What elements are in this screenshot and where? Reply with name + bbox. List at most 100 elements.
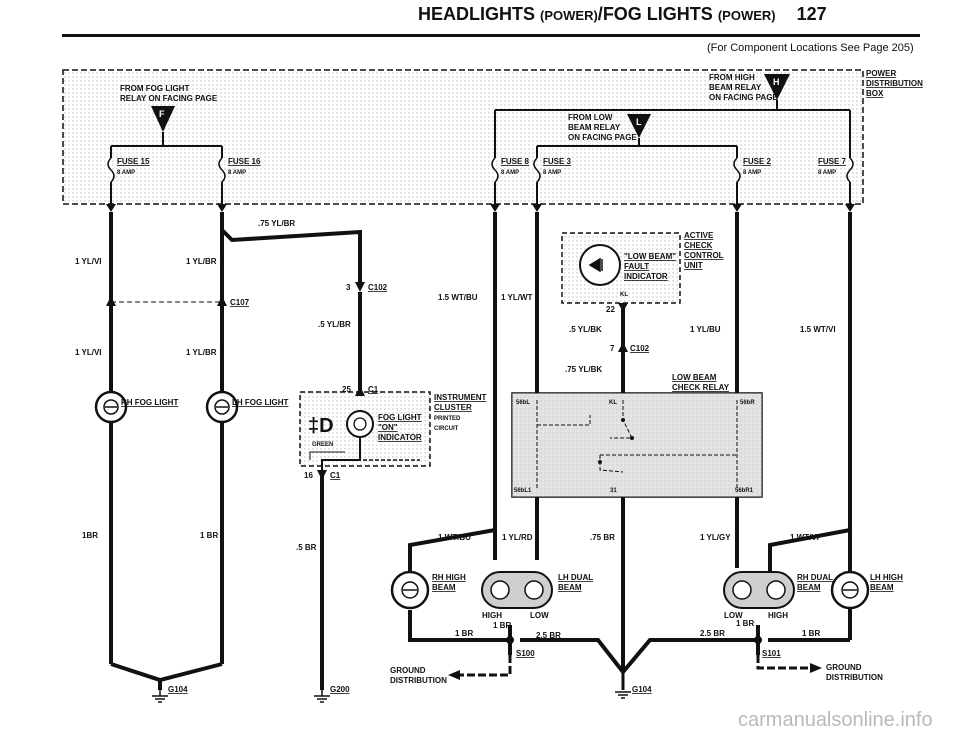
c107-connector-a [106,296,116,306]
title-power-1: (POWER) [540,8,598,23]
ground-dist-left-arrow-icon [448,670,460,680]
title-headlights: HEADLIGHTS [418,4,535,24]
fuse-3: FUSE 3 8 AMP [533,157,572,183]
c102b-pin: 7 [610,344,615,353]
from-fog-relay-l2: RELAY ON FACING PAGE [120,94,218,103]
fuse-7: FUSE 7 8 AMP [818,157,854,183]
relay-l2: CHECK RELAY [672,383,730,392]
from-fog-relay-l1: FROM FOG LIGHT [120,84,189,93]
wire-25br-b: 2.5 BR [700,629,725,638]
rh-dual-beam [723,571,795,609]
relay-56bl1: 56bL1 [514,488,532,494]
fuse-8: FUSE 8 8 AMP [491,157,530,183]
fuse-2: FUSE 2 8 AMP [733,157,772,183]
lowbeam-ind-l1: "LOW BEAM" [624,252,676,261]
c1-top-label: C1 [368,385,379,394]
wire-1br-g1: 1 BR [455,629,473,638]
ground-dist-right-arrow-icon [810,663,822,673]
from-high-relay-l2: BEAM RELAY [709,83,762,92]
rh-high-beam [390,570,430,610]
fog-ind-l2: "ON" [378,423,398,432]
wire-15wtvi: 1.5 WT/VI [800,325,836,334]
from-low-relay-l3: ON FACING PAGE [568,133,637,142]
relay-node-3 [598,460,602,464]
fuse8-amp: 8 AMP [501,170,519,176]
high-relay-triangle-icon [764,74,790,100]
from-high-relay-l1: FROM HIGH [709,73,755,82]
c102-label: C102 [368,283,388,292]
fog-ind-l3: INDICATOR [378,433,422,442]
fuse15-name: FUSE 15 [117,157,150,166]
c1-top-connector [355,386,365,396]
gnd-dist-right-2: DISTRIBUTION [826,673,883,682]
box-connectors [106,204,855,212]
fuse7-name: FUSE 7 [818,157,847,166]
wire-1br-fog: 1 BR [200,531,218,540]
rh-dual-low: LOW [724,611,743,620]
s100-label: S100 [516,649,535,658]
relay-56br1: 56bR1 [735,488,754,494]
fuse16-name: FUSE 16 [228,157,261,166]
fuse3-name: FUSE 3 [543,157,572,166]
wire-1br-g2: 1 BR [493,621,511,630]
c1-bottom-connector [317,470,327,480]
c1-bottom-pin: 16 [304,471,313,480]
wire-1ylbr-a: 1 YL/BR [186,257,217,266]
g104-a-label: G104 [168,685,188,694]
fuse-16: FUSE 16 8 AMP [218,157,261,183]
relay-56bl: 56bL [516,400,530,406]
g200-label: G200 [330,685,350,694]
lowbeam-ind-l2: FAULT [624,262,649,271]
lh-dual-l1: LH DUAL [558,573,593,582]
relay-l1: LOW BEAM [672,373,717,382]
relay-kl: KL [609,400,617,406]
from-high-relay-l3: ON FACING PAGE [709,93,778,102]
fuse2-amp: 8 AMP [743,170,761,176]
cluster-l2: CLUSTER [434,403,472,412]
fog-indicator-bulb-icon [346,410,374,438]
relay-31: 31 [610,488,617,494]
wire-1ylrd: 1 YL/RD [502,533,533,542]
fog-symbol-icon: ‡D [308,415,334,437]
rh-high-l1: RH HIGH [432,573,466,582]
fuse8-name: FUSE 8 [501,157,530,166]
wire-5br: .5 BR [296,543,317,552]
lh-dual-beam [481,571,553,609]
wire-15wtbu: 1.5 WT/BU [438,293,478,302]
ground-g104-a-icon [152,690,168,703]
fuse7-amp: 8 AMP [818,170,836,176]
rh-high-l2: BEAM [432,583,456,592]
watermark: carmanualsonline.info [738,709,933,731]
ground-dist-left-wire [460,655,512,677]
lh-dual-high: HIGH [482,611,502,620]
low-relay-triangle-icon [627,114,651,138]
wire-1br-left: 1BR [82,531,98,540]
fuse-15: FUSE 15 8 AMP [107,157,150,183]
relay-texture [512,393,762,497]
rh-dual-l1: RH DUAL [797,573,833,582]
wire-1wtbu: 1 WT/BU [438,533,471,542]
wire-1wtvi: 1 WT/VI [790,533,819,542]
acc-kl: KL [620,292,628,298]
wire-1ylbr-b: 1 YL/BR [186,348,217,357]
pdb-label-2: DISTRIBUTION [866,79,923,88]
lh-dual-l2: BEAM [558,583,582,592]
acc-l4: UNIT [684,261,703,270]
pdb-label-3: BOX [866,89,884,98]
lowbeam-ind-l3: INDICATOR [624,272,668,281]
rh-fog-label: RH FOG LIGHT [121,398,178,407]
from-low-relay-l1: FROM LOW [568,113,613,122]
page-number: 127 [796,4,827,24]
wire-1ylvi-b: 1 YL/VI [75,348,102,357]
cluster-l3: PRINTED [434,416,461,422]
wire-75ylbk: .75 YL/BK [565,365,602,374]
acc-l3: CONTROL [684,251,724,260]
c102-pin: 3 [346,283,351,292]
lh-high-l2: BEAM [870,583,894,592]
from-low-relay-l2: BEAM RELAY [568,123,621,132]
pdb-label-1: POWER [866,69,896,78]
c102b-connector [618,342,628,352]
title-power-2: (POWER) [717,8,776,23]
page-header: HEADLIGHTS (POWER)/FOG LIGHTS (POWER) 12… [418,4,827,25]
